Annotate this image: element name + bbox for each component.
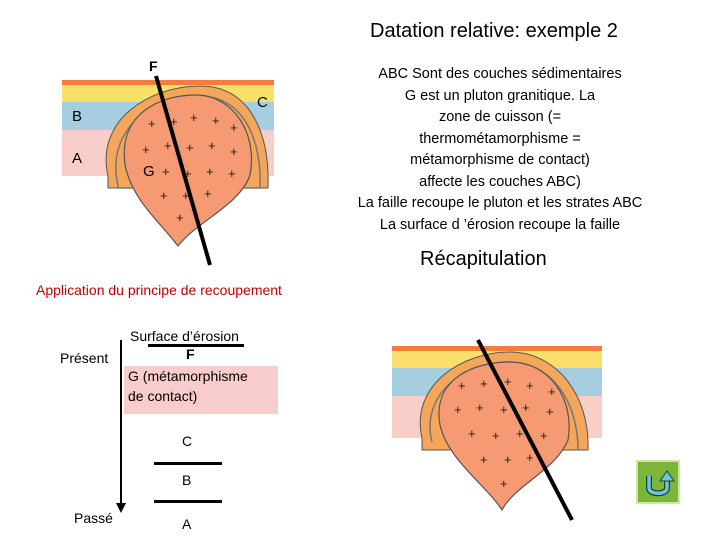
pluton-timeline-line1: G (métamorphisme (128, 368, 248, 384)
erosion-surface-bar (148, 344, 244, 347)
svg-text:+: + (184, 166, 192, 181)
layer-c-label: C (257, 94, 268, 111)
svg-text:+: + (170, 114, 178, 129)
description-line: La surface d ’érosion recoupe la faille (379, 216, 621, 233)
svg-text:+: + (230, 120, 238, 135)
recap-fault-line (476, 339, 574, 521)
svg-text:+: + (190, 110, 198, 125)
description-line: ABC Sont des couches sédimentaires (378, 66, 622, 82)
svg-text:+: + (176, 210, 184, 225)
svg-text:+: + (480, 376, 488, 391)
fault-label: F (149, 58, 158, 74)
svg-text:+: + (212, 113, 220, 128)
svg-text:+: + (522, 400, 530, 415)
fault-timeline-label: F (186, 346, 195, 362)
svg-text:+: + (476, 400, 484, 415)
recap-title: Récapitulation (420, 248, 547, 270)
layer-a-timeline-label: A (182, 516, 192, 532)
svg-text:+: + (454, 402, 462, 417)
description-line: affecte les couches ABC) (419, 173, 581, 190)
layer-a-label: A (72, 150, 83, 167)
erosion-surface-label: Surface d’érosion (130, 328, 239, 344)
present-label: Présent (60, 350, 109, 366)
description-line: G est un pluton granitique. La (404, 87, 596, 104)
svg-text:+: + (204, 186, 212, 201)
past-label: Passé (74, 510, 113, 526)
layer-b-label: B (72, 108, 83, 125)
layer-b-timeline-label: B (182, 472, 192, 488)
erosion-surface (62, 80, 274, 85)
recap-erosion-surface (392, 346, 602, 351)
time-arrow-head (116, 503, 126, 513)
pluton-timeline-box: G (métamorphisme de contact) (124, 366, 278, 414)
principle-heading: Application du principe de recoupement (36, 282, 282, 298)
svg-text:+: + (504, 374, 512, 389)
svg-text:+: + (480, 452, 488, 467)
svg-text:+: + (500, 402, 508, 417)
svg-text:+: + (142, 142, 150, 157)
svg-text:+: + (160, 188, 168, 203)
svg-text:+: + (468, 426, 476, 441)
svg-text:+: + (458, 378, 466, 393)
svg-text:+: + (148, 116, 156, 131)
description-line: thermométamorphisme = (419, 130, 581, 147)
pluton-label: G (143, 163, 155, 180)
description-line: La faille recoupe le pluton et les strat… (357, 195, 643, 211)
recap-pluton-crosses: +++ ++ +++ ++ +++ + +++ + (454, 374, 556, 491)
pluton-crosses: + + + + + + + + + + + + + + + + + + (142, 110, 238, 225)
svg-text:+: + (540, 428, 548, 443)
c-b-divider (154, 462, 222, 465)
svg-text:+: + (492, 428, 500, 443)
pluton-timeline-line2: de contact) (128, 388, 198, 404)
geology-diagram-recap: +++ ++ +++ ++ +++ + +++ + (392, 339, 602, 521)
svg-text:+: + (208, 138, 216, 153)
svg-text:+: + (516, 426, 524, 441)
pluton-g (123, 94, 253, 247)
svg-text:+: + (186, 140, 194, 155)
svg-text:+: + (182, 188, 190, 203)
svg-text:+: + (548, 384, 556, 399)
svg-text:+: + (526, 450, 534, 465)
svg-text:+: + (228, 166, 236, 181)
page-title: Datation relative: exemple 2 (370, 20, 618, 42)
fault-line-f (154, 75, 212, 266)
svg-text:+: + (500, 476, 508, 491)
svg-text:+: + (164, 138, 172, 153)
return-button[interactable] (636, 460, 680, 504)
svg-text:+: + (230, 144, 238, 159)
svg-text:+: + (206, 164, 214, 179)
description-line: métamorphisme de contact) (410, 152, 590, 168)
geology-diagram-main: + + + + + + + + + + + + + + + + + + (62, 75, 274, 266)
svg-text:+: + (546, 404, 554, 419)
svg-text:+: + (504, 452, 512, 467)
description-line: zone de cuisson (= (438, 109, 562, 125)
description: ABC Sont des couches sédimentaires G est… (332, 64, 668, 236)
u-turn-arrow-icon (646, 470, 675, 497)
recap-pluton-g (438, 361, 570, 512)
b-a-divider (154, 500, 222, 503)
svg-text:+: + (162, 164, 170, 179)
svg-text:+: + (526, 378, 534, 393)
layer-c-timeline-label: C (182, 433, 193, 449)
